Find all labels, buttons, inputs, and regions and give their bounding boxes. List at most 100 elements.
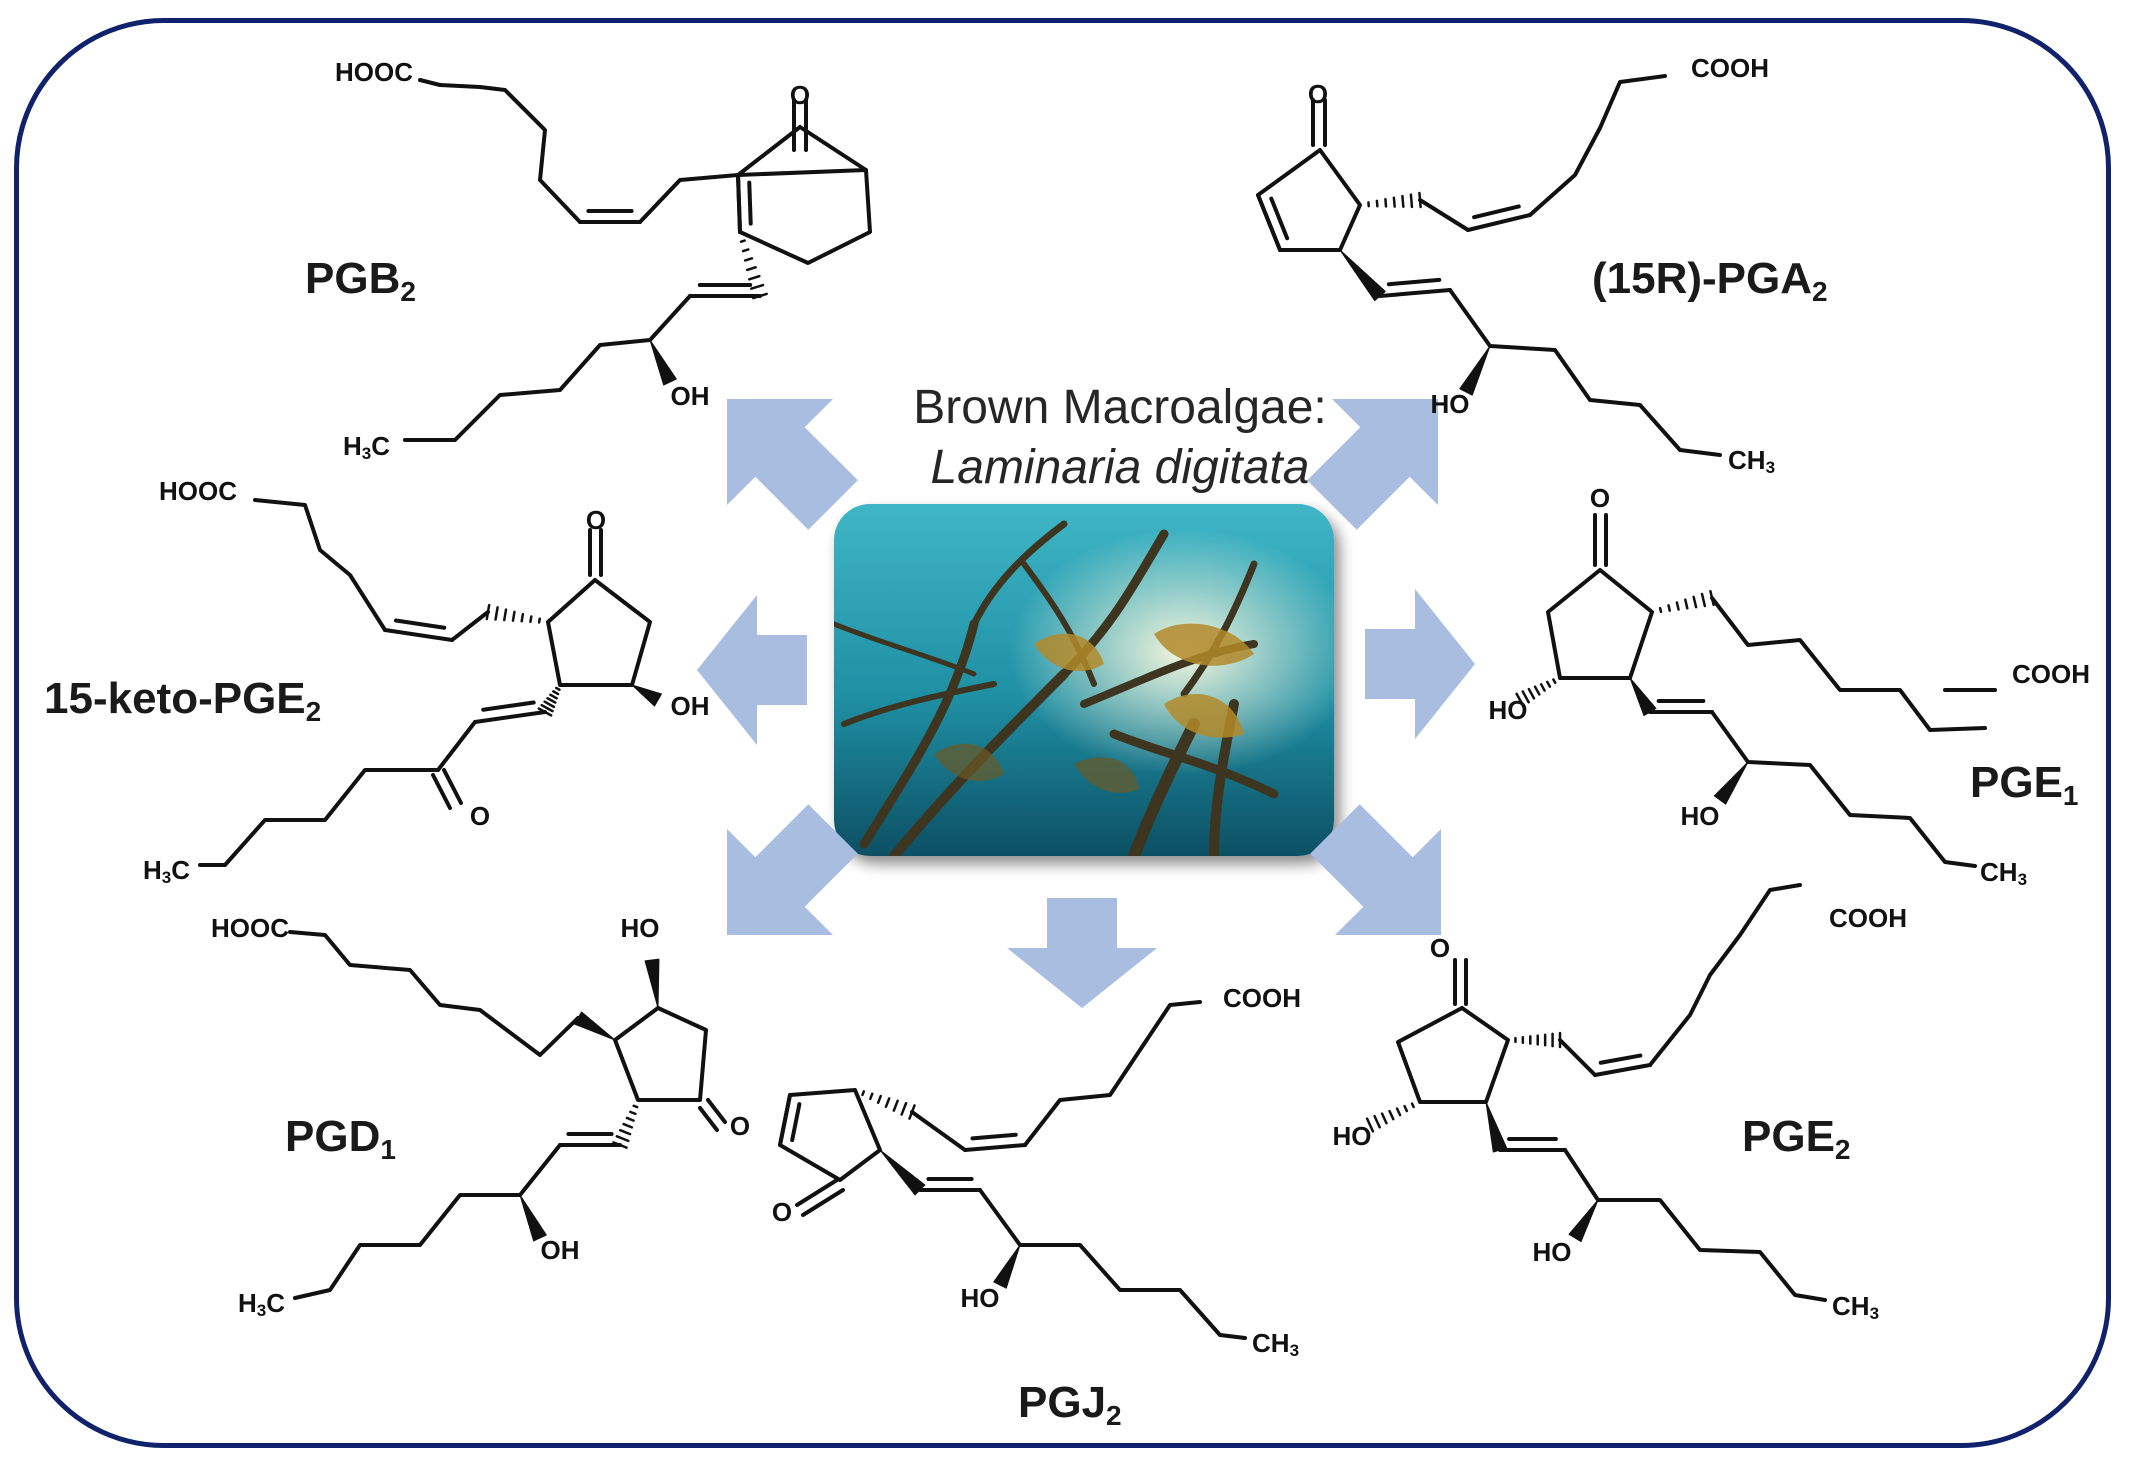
- hash-bond: [739, 239, 746, 243]
- bond: [790, 1102, 802, 1143]
- bond: [1593, 1063, 1652, 1077]
- hash-bond: [1401, 194, 1405, 208]
- bond: [546, 578, 652, 687]
- bond: [1648, 883, 1802, 1067]
- bond: [1386, 277, 1442, 287]
- hydroxyl-label: HO: [1431, 389, 1470, 419]
- bond: [253, 498, 387, 632]
- hash-bond: [747, 274, 761, 281]
- carboxyl-label: HOOC: [211, 913, 289, 943]
- hash-bond: [1546, 680, 1552, 688]
- bond: [1598, 1053, 1643, 1065]
- hash-bond: [750, 283, 765, 290]
- bond: [1546, 568, 1654, 680]
- hydroxyl-label: HO: [1489, 695, 1528, 725]
- bond: [1558, 1038, 1597, 1077]
- bond: [394, 618, 447, 630]
- wedge-bond: [1629, 677, 1657, 717]
- oxygen-label: O: [470, 801, 490, 831]
- hash-bond: [1539, 683, 1546, 692]
- hash-bond: [1521, 690, 1530, 704]
- carboxyl-label: HOOC: [335, 57, 413, 87]
- oxygen-label: O: [1308, 79, 1328, 109]
- arrow-to-pga2: [1307, 399, 1438, 530]
- arrow-to-pgj2: [1007, 898, 1157, 1008]
- hash-bond: [892, 1099, 899, 1112]
- hash-bond: [494, 606, 499, 621]
- bond: [1256, 193, 1282, 252]
- oxygen-label: O: [1590, 483, 1610, 513]
- wedge-bond: [1339, 249, 1386, 302]
- hash-bond: [615, 1135, 630, 1143]
- bond: [736, 168, 872, 265]
- methyl-label: CH3: [1728, 445, 1775, 478]
- bond: [736, 173, 742, 234]
- methyl-label: H3C: [238, 1288, 285, 1321]
- label-pge2: PGE2: [1742, 1112, 1851, 1165]
- bond: [1378, 288, 1452, 298]
- bond: [798, 125, 868, 172]
- bond: [442, 768, 463, 805]
- hash-bond: [900, 1101, 908, 1116]
- label-15r-pga2: (15R)-PGA2: [1592, 254, 1828, 307]
- wedge-bond: [519, 1194, 547, 1242]
- hydroxyl-label: HO: [1533, 1237, 1572, 1267]
- hydroxyl-label: OH: [541, 1235, 580, 1265]
- hash-bond: [1658, 606, 1663, 614]
- hash-bond: [1410, 1102, 1415, 1109]
- bond: [1396, 1006, 1510, 1104]
- wedge-bond: [631, 684, 662, 707]
- carboxyl-label: COOH: [1223, 983, 1301, 1013]
- bond: [978, 1188, 1247, 1340]
- hash-bond: [554, 686, 561, 692]
- bond: [473, 710, 547, 724]
- wedge-bond: [573, 1011, 616, 1041]
- bond: [431, 773, 452, 810]
- wedge-bond: [1459, 345, 1491, 396]
- bond: [403, 294, 692, 442]
- bond: [1710, 596, 1987, 732]
- hash-bond: [1388, 1109, 1395, 1121]
- hash-bond: [741, 248, 750, 253]
- bond: [1710, 710, 1977, 868]
- source-title-line2: Laminaria digitata: [930, 441, 1310, 494]
- label-pgd1: PGD1: [285, 1112, 396, 1165]
- hash-bond: [1380, 1112, 1388, 1125]
- bond: [698, 1106, 719, 1132]
- hash-bond: [1515, 692, 1525, 708]
- hydroxyl-label: HO: [1333, 1121, 1372, 1151]
- oxygen-label: O: [772, 1197, 792, 1227]
- carboxyl-label: COOH: [1829, 903, 1907, 933]
- bond: [706, 1098, 727, 1124]
- hydroxyl-label: HO: [621, 913, 660, 943]
- bond: [450, 610, 490, 642]
- wedge-bond: [1568, 1199, 1599, 1243]
- bond: [1023, 1000, 1202, 1147]
- hydroxyl-label: OH: [671, 381, 710, 411]
- carboxyl-label: HOOC: [159, 476, 237, 506]
- bond: [1256, 148, 1362, 252]
- hash-bond: [629, 1110, 637, 1116]
- methyl-label: CH3: [1252, 1328, 1299, 1361]
- hash-bond: [520, 612, 525, 623]
- arrow-to-pgb2: [727, 399, 858, 530]
- wedge-bond: [649, 339, 677, 386]
- source-title: Brown Macroalgae: Laminaria digitata: [760, 378, 1480, 498]
- oxygen-label: O: [586, 505, 606, 535]
- methyl-label: CH3: [1832, 1291, 1879, 1324]
- hash-bond: [884, 1097, 891, 1108]
- bond: [1466, 213, 1532, 232]
- hash-bond: [622, 1122, 634, 1129]
- methyl-label: H3C: [143, 855, 190, 888]
- seaweed-photo: [834, 504, 1334, 856]
- oxygen-label: O: [730, 1111, 750, 1141]
- hash-bond: [1392, 196, 1396, 208]
- hash-bond: [1667, 604, 1672, 612]
- rounded-frame: [14, 18, 2111, 1448]
- hash-bond: [1684, 598, 1689, 610]
